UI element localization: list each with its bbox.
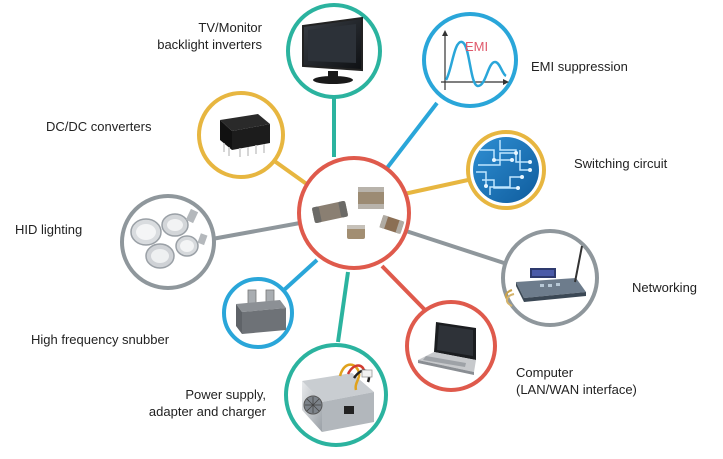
label-emi: EMI suppression — [531, 58, 628, 75]
snubber-node — [222, 277, 294, 349]
dcdc-node — [197, 91, 285, 179]
label-switching: Switching circuit — [574, 155, 667, 172]
tv-node — [286, 3, 382, 99]
label-power-line-2: adapter and charger — [148, 404, 266, 419]
label-computer: Computer (LAN/WAN interface) — [516, 364, 637, 398]
label-hid: HID lighting — [15, 221, 82, 238]
emi-node: EMI — [422, 12, 518, 108]
chip-capacitor-icon — [312, 187, 405, 239]
emi-icon-text: EMI — [465, 39, 488, 54]
hid-node — [120, 194, 216, 290]
emi-waveform-icon: EMI — [441, 30, 509, 90]
label-switching-line-1: Switching circuit — [574, 156, 668, 171]
connector-dcdc — [271, 158, 310, 187]
circuit-board-icon — [473, 137, 539, 203]
connector-networking — [405, 229, 505, 265]
connector-snubber — [282, 258, 319, 292]
connector-computer — [380, 264, 427, 312]
switching-node — [466, 130, 546, 210]
networking-node — [501, 229, 599, 327]
label-hid-line-1: HID lighting — [15, 222, 83, 237]
label-dcdc-line-1: DC/DC converters — [46, 119, 152, 134]
connector-lines — [211, 95, 505, 343]
label-tv: TV/Monitor backlight inverters — [120, 19, 262, 53]
label-power: Power supply, adapter and charger — [120, 386, 266, 420]
center-capacitors-node — [297, 156, 411, 270]
label-computer-line-1: Computer — [516, 365, 574, 380]
label-computer-line-2: (LAN/WAN interface) — [516, 382, 637, 397]
label-networking-line-1: Networking — [632, 280, 698, 295]
hid-lamp-icon — [130, 208, 208, 269]
label-snubber: High frequency snubber — [31, 331, 169, 348]
laptop-icon — [418, 322, 476, 375]
label-networking: Networking — [632, 279, 697, 296]
label-dcdc: DC/DC converters — [46, 118, 151, 135]
connector-hid — [211, 221, 301, 241]
connector-power — [336, 271, 350, 343]
label-emi-line-1: EMI suppression — [531, 59, 628, 74]
label-power-line-1: Power supply, — [185, 387, 266, 402]
connector-emi — [385, 101, 439, 170]
router-icon — [504, 245, 586, 307]
dc-dc-module-icon — [220, 114, 270, 157]
tv-monitor-icon — [302, 16, 363, 84]
computer-node — [405, 300, 497, 392]
power-node — [284, 343, 388, 447]
snubber-capacitor-icon — [236, 289, 286, 334]
label-tv-line-2: backlight inverters — [157, 37, 262, 52]
label-tv-line-1: TV/Monitor — [198, 20, 262, 35]
connector-switching — [403, 178, 469, 196]
label-snubber-line-1: High frequency snubber — [31, 332, 170, 347]
power-supply-icon — [302, 363, 374, 432]
